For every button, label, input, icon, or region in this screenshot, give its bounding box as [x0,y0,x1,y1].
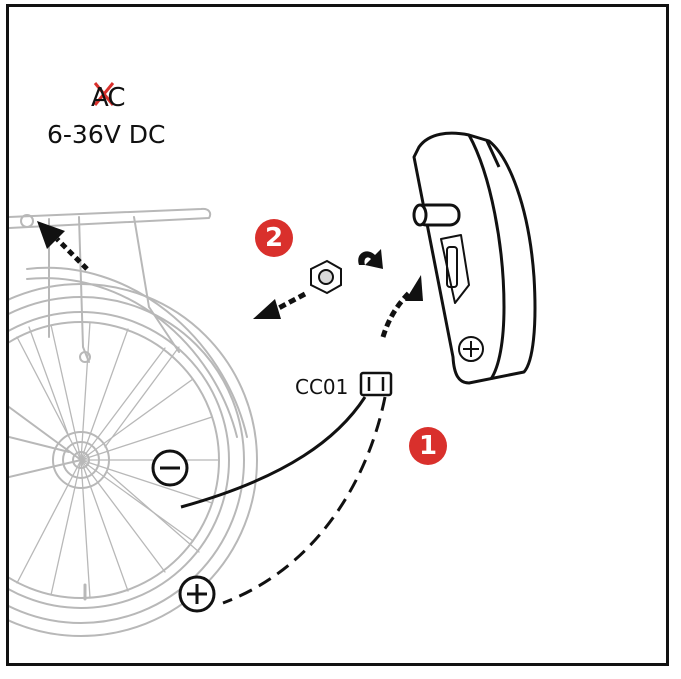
step-1-badge: 1 [409,427,447,465]
arrowhead-step1 [405,275,423,301]
arrow-to-rack [55,237,89,271]
positive-symbol [178,575,216,613]
step-2-badge: 2 [255,219,293,257]
spokes [16,321,220,599]
rack-lamp-mount [20,214,34,228]
fender [26,266,248,438]
voltage-label: 6-36V DC [47,120,166,149]
taillight-body [412,131,537,385]
arrows [55,237,411,338]
taillight [412,131,537,385]
frame-stays [9,406,82,478]
arrowheads [37,221,423,319]
ac-label-crossed: AC [91,83,125,113]
connector-label: CC01 [295,375,349,399]
diagram-frame: AC 6-36V DC CC01 2 1 [6,4,669,666]
ac-cross-mark [93,82,115,106]
positive-wire [222,396,387,605]
taillight-screw [458,336,484,362]
nut [310,259,342,295]
arrow-step2 [273,291,307,313]
arrowhead-rack [37,221,65,249]
illustration [9,82,537,637]
bicycle [9,207,258,637]
rack-strut [133,216,180,353]
arrow-step1 [380,291,411,338]
connector-cc01 [359,371,393,397]
negative-wire [180,396,367,509]
negative-symbol [151,449,189,487]
rotate-arrow-icon [358,249,383,269]
rack-top [9,207,212,229]
arrowhead-step2 [253,299,281,319]
